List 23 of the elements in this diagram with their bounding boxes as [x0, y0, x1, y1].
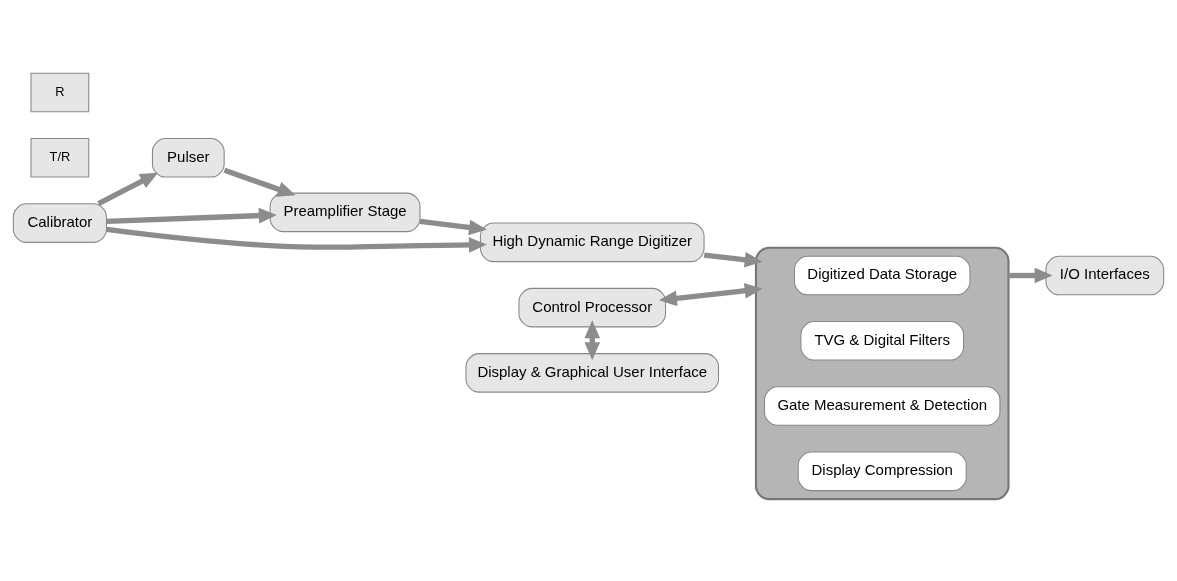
node-box: Gate Measurement & Detection	[764, 386, 1001, 426]
arrow	[703, 252, 763, 268]
arrow	[223, 167, 296, 197]
node-box: Control Processor	[518, 287, 667, 328]
node-box: Preamplifier Stage	[269, 192, 421, 233]
node-box: Calibrator	[12, 203, 107, 243]
arrow	[106, 226, 487, 253]
arrow	[658, 282, 763, 307]
node-box: Display & Graphical User Interface	[465, 353, 720, 393]
node-box: Pulser	[151, 138, 225, 178]
arrow	[584, 320, 601, 361]
node-box: Display Compression	[797, 451, 967, 492]
cluster	[754, 246, 1010, 501]
node-box: I/O Interfaces	[1045, 255, 1165, 296]
arrow	[106, 207, 277, 225]
arrow	[97, 172, 159, 207]
arrow	[419, 218, 487, 236]
node-box: Digitized Data Storage	[793, 255, 971, 296]
arrow	[1008, 267, 1053, 284]
node-box: R	[30, 72, 90, 113]
node-box: TVG & Digital Filters	[800, 321, 965, 361]
node-box: T/R	[30, 138, 90, 178]
node-box: High Dynamic Range Digitizer	[479, 222, 705, 263]
